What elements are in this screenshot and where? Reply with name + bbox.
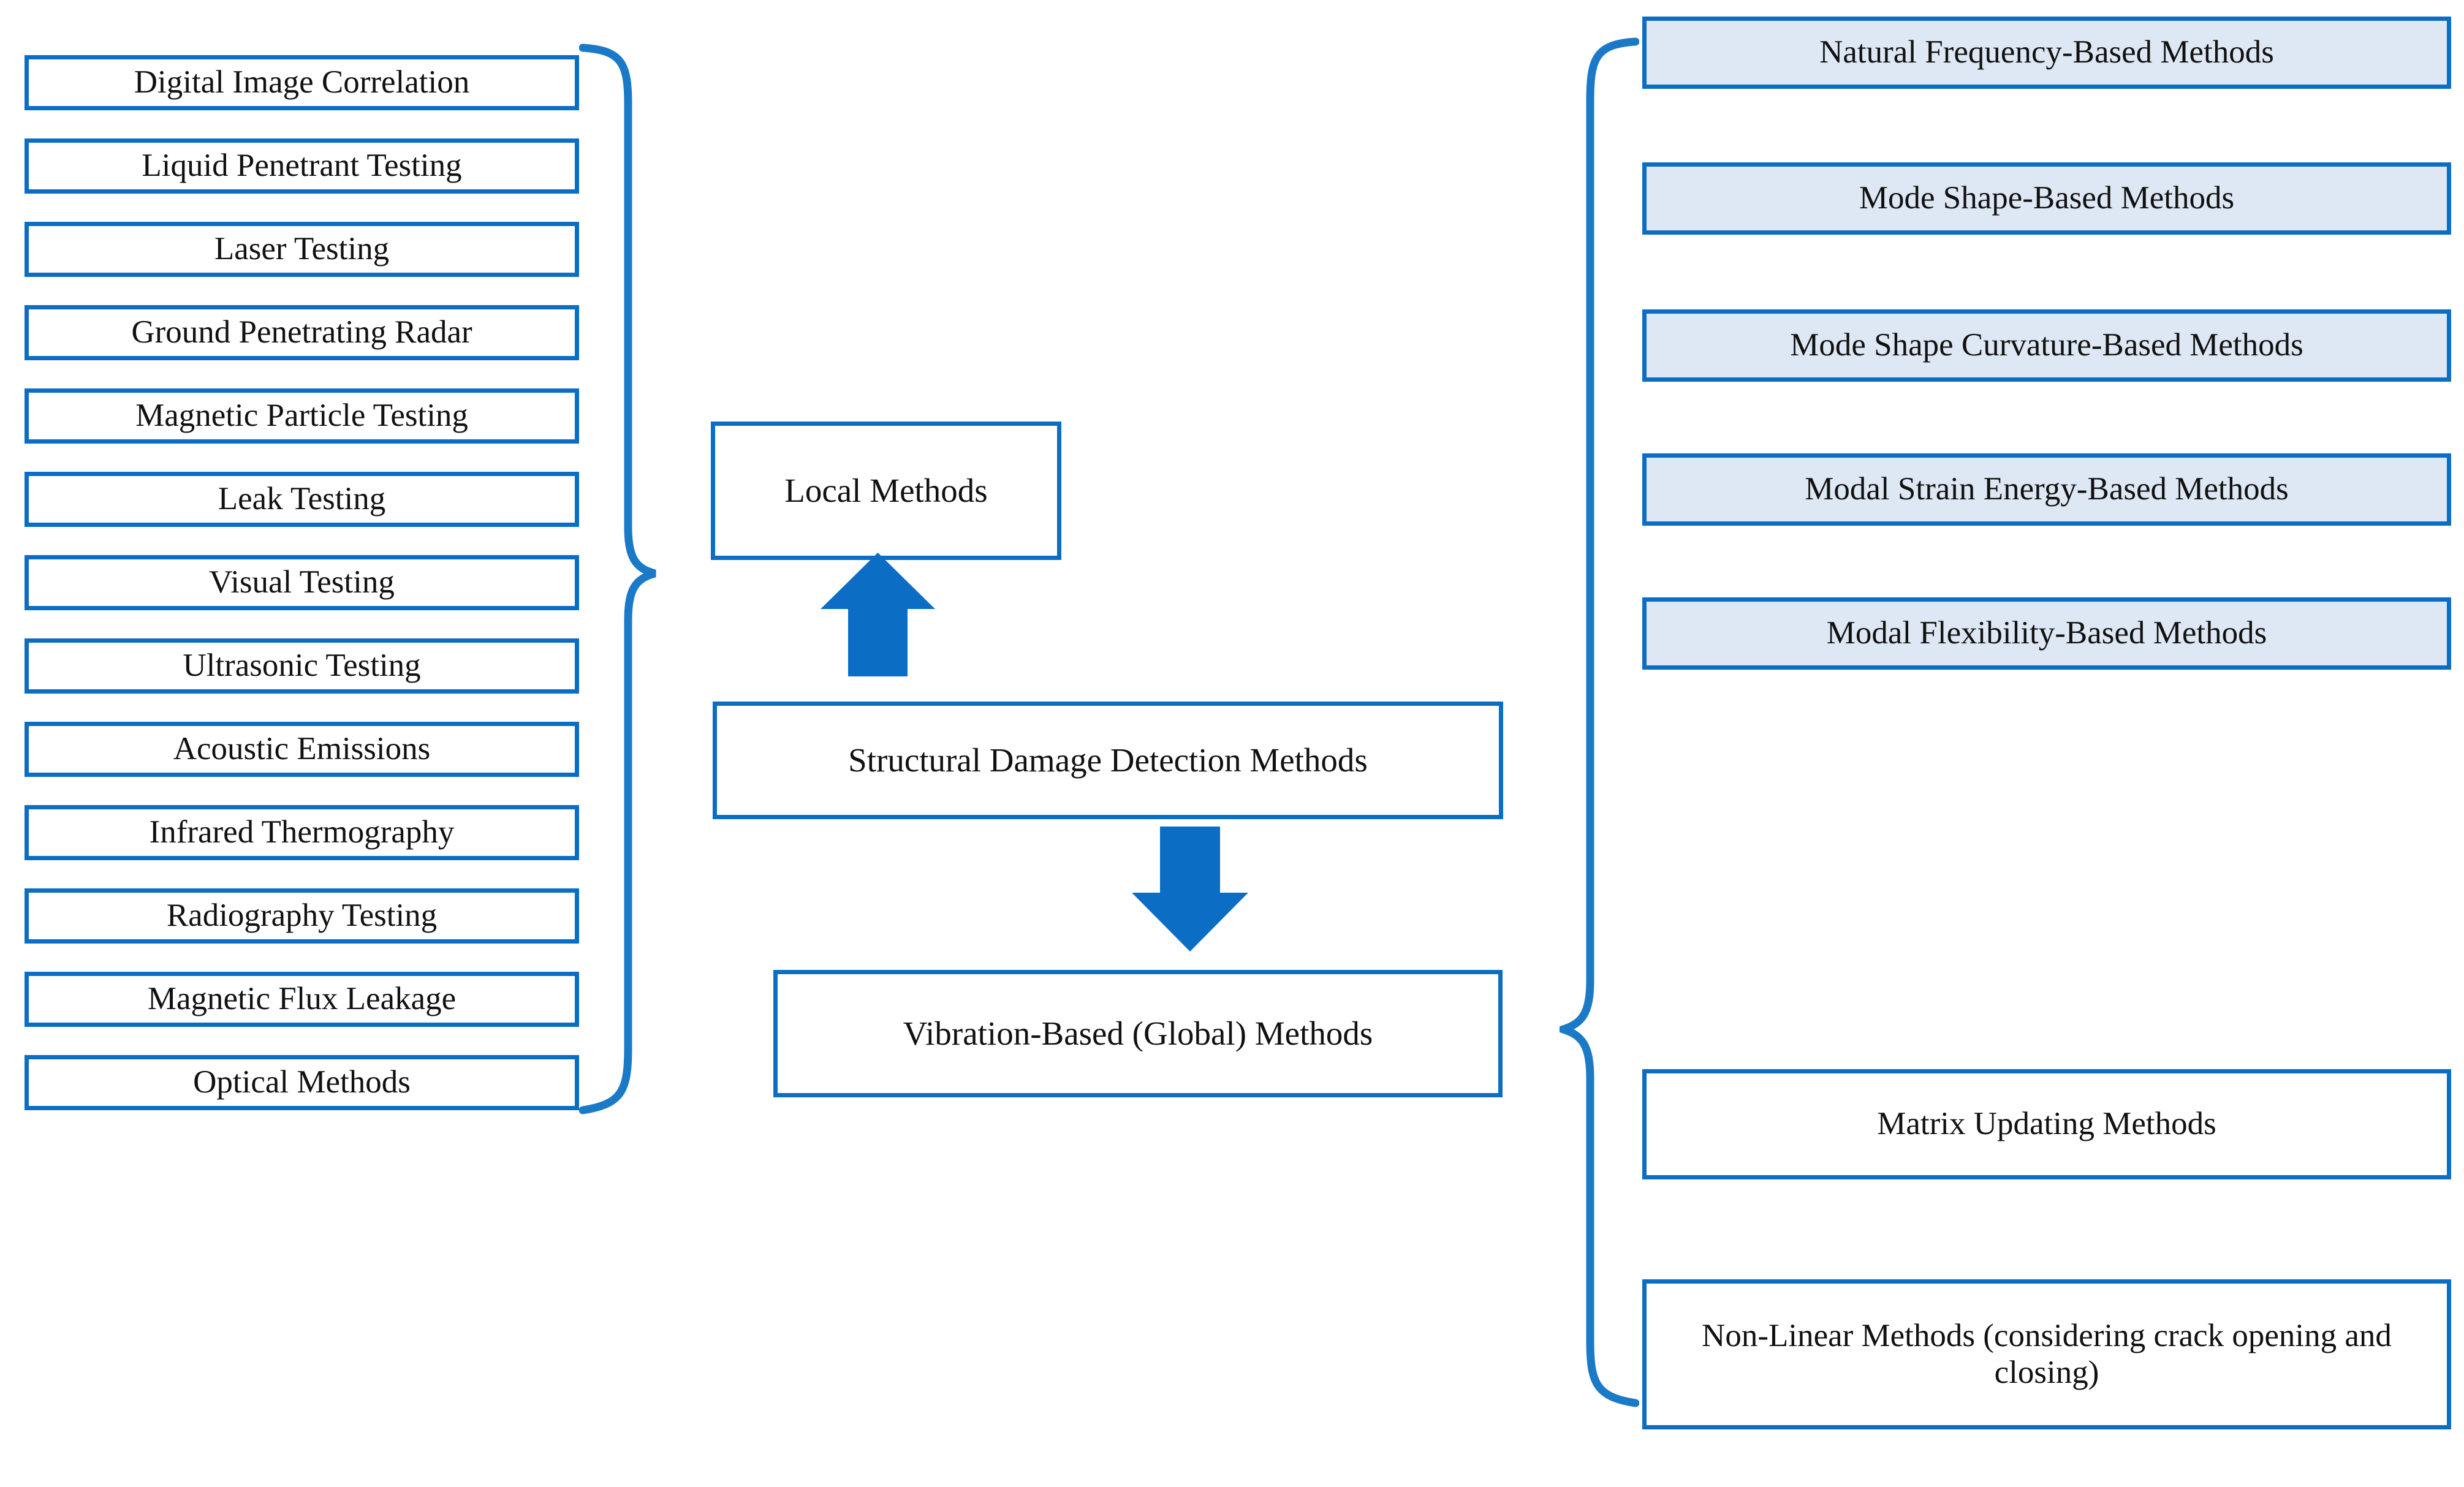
local-method-label: Infrared Thermography — [149, 814, 455, 850]
vibration-method-label: Mode Shape-Based Methods — [1859, 180, 2235, 216]
right-brace — [1560, 37, 1639, 1407]
local-method-label: Ultrasonic Testing — [183, 648, 421, 684]
vibration-methods-label: Vibration-Based (Global) Methods — [903, 1015, 1373, 1053]
vibration-method-label: Matrix Updating Methods — [1877, 1106, 2216, 1142]
local-method-box-3[interactable]: Laser Testing — [25, 222, 579, 277]
vibration-method-label: Non-Linear Methods (considering crack op… — [1702, 1318, 2392, 1390]
local-method-box-1[interactable]: Digital Image Correlation — [25, 55, 579, 110]
vibration-method-label: Mode Shape Curvature-Based Methods — [1790, 327, 2303, 363]
local-method-box-7[interactable]: Visual Testing — [25, 555, 579, 610]
down-arrow-icon — [1132, 827, 1248, 952]
local-method-box-11[interactable]: Radiography Testing — [25, 888, 579, 944]
local-method-box-13[interactable]: Optical Methods — [25, 1055, 579, 1110]
vibration-method-box-4[interactable]: Modal Strain Energy-Based Methods — [1642, 453, 2451, 526]
local-method-box-9[interactable]: Acoustic Emissions — [25, 722, 579, 777]
local-method-box-8[interactable]: Ultrasonic Testing — [25, 638, 579, 694]
local-method-box-5[interactable]: Magnetic Particle Testing — [25, 388, 579, 444]
local-method-label: Radiography Testing — [166, 898, 438, 934]
local-method-box-4[interactable]: Ground Penetrating Radar — [25, 305, 579, 360]
local-methods-node[interactable]: Local Methods — [711, 422, 1061, 560]
root-node-label: Structural Damage Detection Methods — [848, 741, 1368, 779]
local-method-box-2[interactable]: Liquid Penetrant Testing — [25, 138, 579, 194]
vibration-method-label: Natural Frequency-Based Methods — [1819, 34, 2274, 70]
up-arrow-icon — [821, 553, 935, 676]
vibration-method-box-2[interactable]: Mode Shape-Based Methods — [1642, 162, 2451, 235]
local-method-label: Magnetic Flux Leakage — [147, 981, 457, 1017]
local-method-box-6[interactable]: Leak Testing — [25, 472, 579, 527]
vibration-method-box-3[interactable]: Mode Shape Curvature-Based Methods — [1642, 309, 2451, 382]
vibration-methods-node[interactable]: Vibration-Based (Global) Methods — [773, 970, 1503, 1097]
vibration-method-box-7[interactable]: Non-Linear Methods (considering crack op… — [1642, 1279, 2451, 1429]
local-methods-label: Local Methods — [784, 472, 988, 510]
vibration-method-box-1[interactable]: Natural Frequency-Based Methods — [1642, 17, 2451, 89]
local-method-label: Visual Testing — [209, 564, 395, 600]
local-method-box-12[interactable]: Magnetic Flux Leakage — [25, 972, 579, 1027]
vibration-method-label: Modal Strain Energy-Based Methods — [1805, 471, 2289, 507]
local-method-label: Laser Testing — [214, 231, 390, 267]
local-method-label: Ground Penetrating Radar — [131, 314, 472, 350]
vibration-method-label: Modal Flexibility-Based Methods — [1826, 615, 2267, 651]
local-method-label: Leak Testing — [218, 481, 386, 517]
root-node[interactable]: Structural Damage Detection Methods — [713, 702, 1503, 819]
local-method-label: Optical Methods — [193, 1064, 411, 1100]
left-brace — [579, 44, 656, 1114]
vibration-method-box-6[interactable]: Matrix Updating Methods — [1642, 1069, 2451, 1179]
local-method-label: Magnetic Particle Testing — [135, 398, 468, 434]
local-method-label: Digital Image Correlation — [134, 64, 470, 100]
vibration-method-box-5[interactable]: Modal Flexibility-Based Methods — [1642, 597, 2451, 670]
local-method-box-10[interactable]: Infrared Thermography — [25, 805, 579, 860]
local-method-label: Acoustic Emissions — [173, 731, 431, 767]
local-method-label: Liquid Penetrant Testing — [142, 148, 462, 184]
